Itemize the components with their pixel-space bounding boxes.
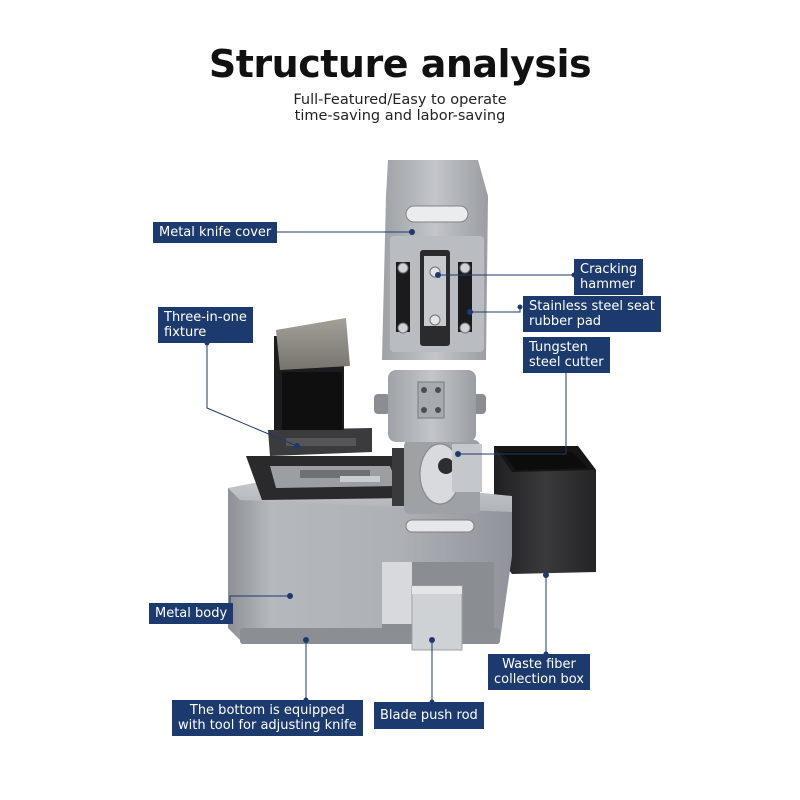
label-waste-fiber-box: Waste fiber collection box bbox=[488, 654, 591, 690]
label-cracking-hammer-line-1: Cracking bbox=[580, 262, 638, 277]
label-metal-knife-cover-text: Metal knife cover bbox=[159, 225, 272, 240]
label-bottom-tool-line-2: with tool for adjusting knife bbox=[178, 718, 357, 733]
page-title: Structure analysis bbox=[208, 42, 592, 86]
leader-lines bbox=[206, 231, 574, 702]
hinge-shape bbox=[374, 370, 486, 442]
label-seat-rubber-pad-line-1: Stainless steel seat bbox=[529, 299, 655, 314]
fixture-track-shape bbox=[246, 456, 410, 500]
label-three-in-one-fixture: Three-in-one fixture bbox=[158, 307, 253, 343]
label-metal-knife-cover: Metal knife cover bbox=[153, 222, 278, 243]
label-cutter-line-2: steel cutter bbox=[529, 355, 604, 370]
label-cutter-line-1: Tungsten bbox=[529, 340, 588, 355]
label-blade-push-rod-text: Blade push rod bbox=[380, 708, 478, 723]
blade-push-rod-shape bbox=[382, 562, 494, 651]
label-cracking-hammer-line-2: hammer bbox=[580, 277, 635, 292]
three-in-one-fixture-shape bbox=[268, 318, 372, 456]
label-tungsten-steel-cutter: Tungsten steel cutter bbox=[523, 337, 610, 373]
label-bottom-adjust-tool: The bottom is equipped with tool for adj… bbox=[172, 700, 363, 736]
label-cracking-hammer: Cracking hammer bbox=[574, 259, 644, 295]
label-seat-rubber-pad-line-2: rubber pad bbox=[529, 314, 602, 329]
label-metal-body-text: Metal body bbox=[155, 606, 228, 621]
label-metal-body: Metal body bbox=[149, 603, 234, 624]
label-bottom-tool-line-1: The bottom is equipped bbox=[189, 703, 345, 718]
label-fixture-line-2: fixture bbox=[164, 325, 207, 340]
subtitle-line-1: Full-Featured/Easy to operate bbox=[293, 92, 507, 108]
label-waste-box-line-2: collection box bbox=[494, 672, 585, 687]
cutter-assembly-shape bbox=[392, 440, 482, 514]
label-waste-box-line-1: Waste fiber bbox=[502, 657, 576, 672]
metal-knife-cover-shape bbox=[382, 160, 488, 360]
label-blade-push-rod: Blade push rod bbox=[374, 702, 484, 729]
label-fixture-line-1: Three-in-one bbox=[164, 310, 247, 325]
subtitle-line-2: time-saving and labor-saving bbox=[294, 108, 506, 124]
label-seat-rubber-pad: Stainless steel seat rubber pad bbox=[523, 296, 661, 332]
